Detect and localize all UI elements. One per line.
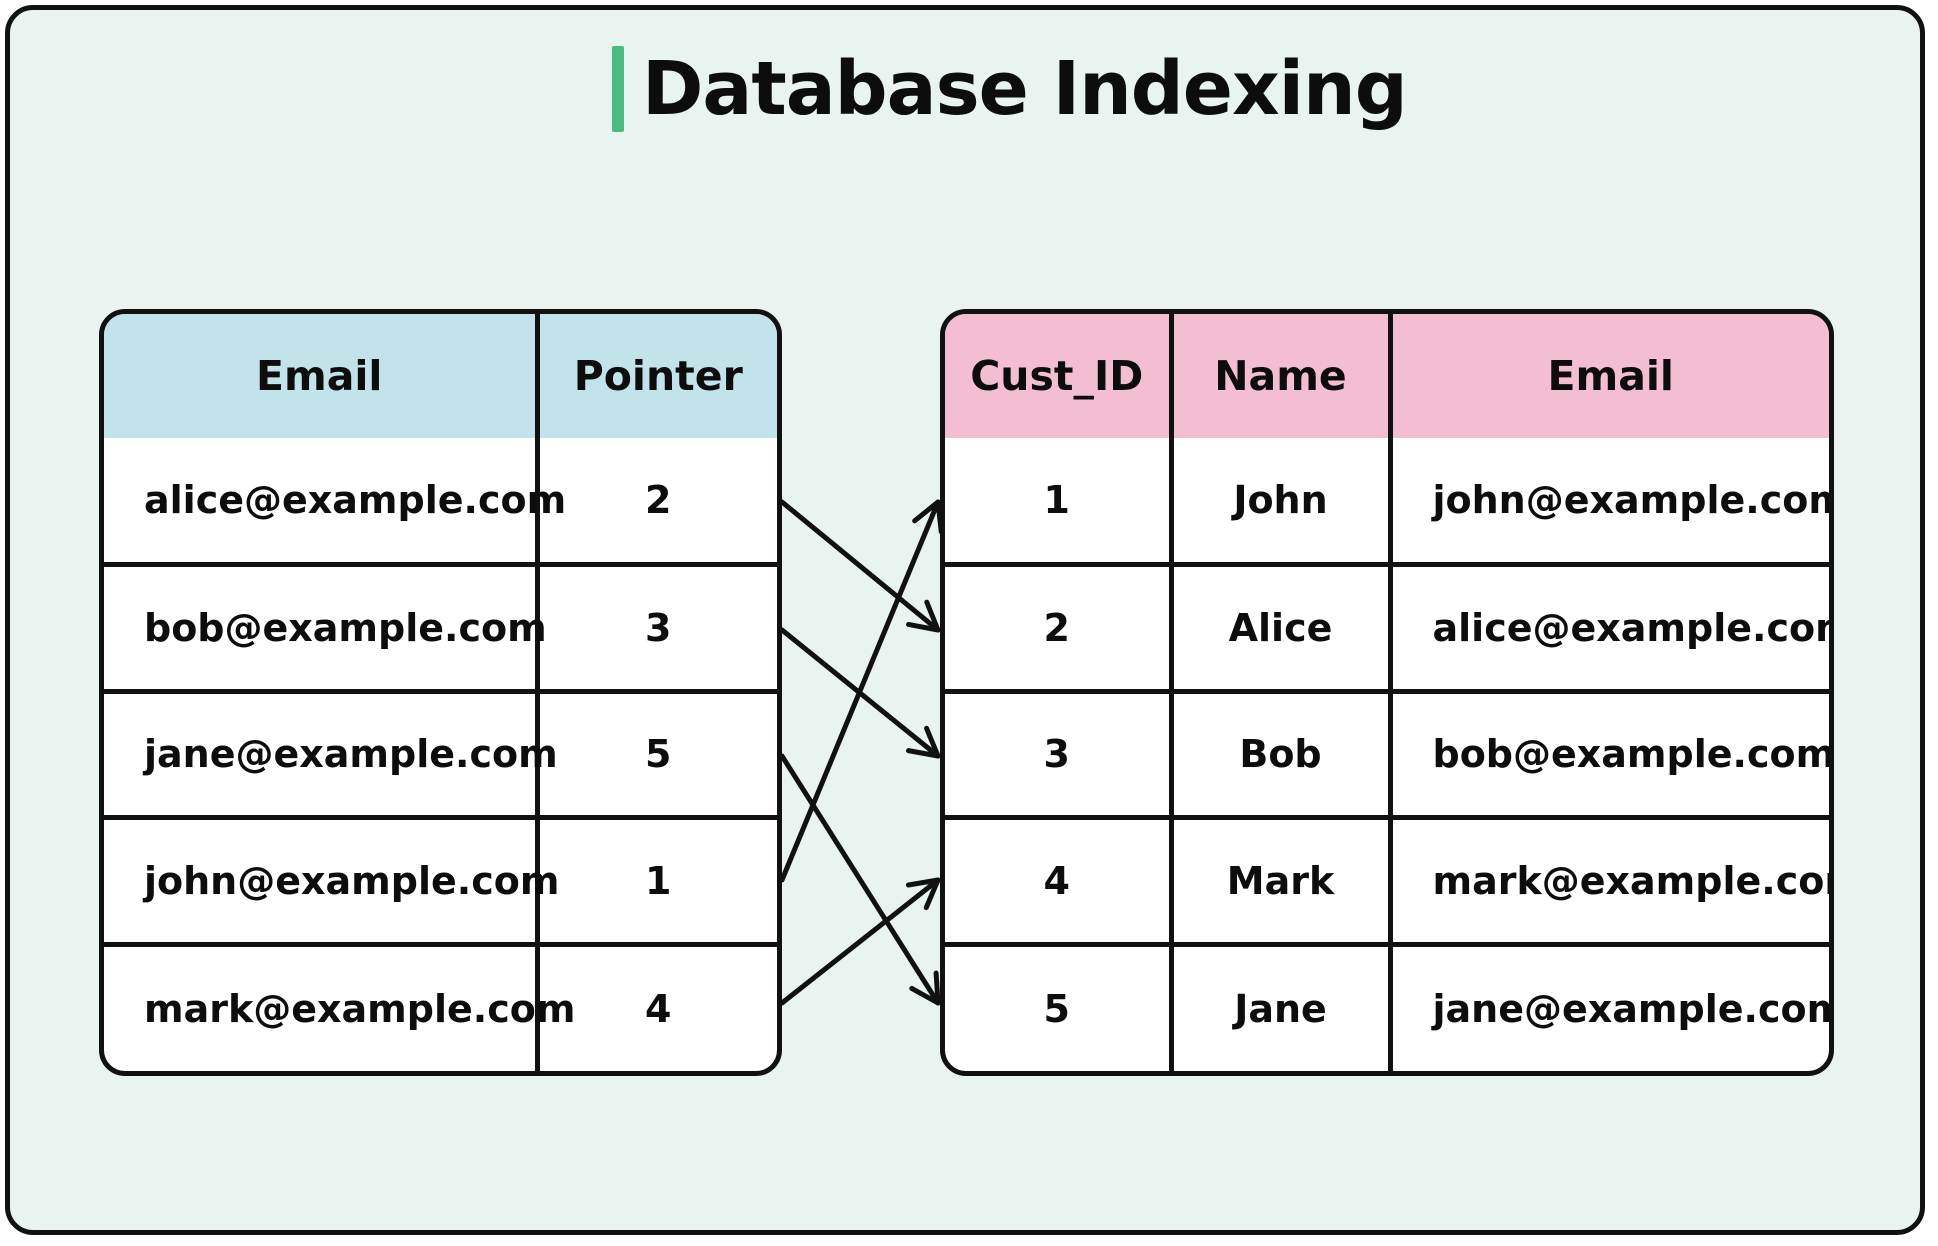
index-email-cell: bob@example.com xyxy=(104,564,547,694)
index-pointer-cell: 2 xyxy=(537,438,777,568)
customer-email-cell: mark@example.com xyxy=(1390,817,1829,947)
index-pointer-cell: 1 xyxy=(537,817,777,947)
customer-table-header-row: Cust_ID Name Email xyxy=(945,314,1829,438)
customer-table-row: 5 Jane jane@example.com xyxy=(945,944,1829,1071)
customer-table-row: 3 Bob bob@example.com xyxy=(945,691,1829,821)
customer-email-cell: alice@example.com xyxy=(1390,564,1829,694)
customer-header-cust-id: Cust_ID xyxy=(945,314,1174,438)
index-table-row: mark@example.com 4 xyxy=(104,944,777,1071)
customer-name-cell: Alice xyxy=(1171,564,1393,694)
customer-email-cell: john@example.com xyxy=(1390,438,1829,568)
customer-name-cell: John xyxy=(1171,438,1393,568)
customer-email-cell: jane@example.com xyxy=(1432,986,1834,1031)
index-table-row: john@example.com 1 xyxy=(104,817,777,947)
index-email-cell: jane@example.com xyxy=(104,691,558,821)
customer-table-row: 1 John john@example.com xyxy=(945,438,1829,568)
customer-id-cell: 1 xyxy=(945,438,1174,568)
title-block: Database Indexing xyxy=(612,44,1408,134)
index-header-pointer: Pointer xyxy=(537,314,777,438)
customer-id-cell: 4 xyxy=(945,817,1174,947)
index-pointer-cell: 4 xyxy=(645,986,672,1031)
customer-id-cell: 3 xyxy=(945,691,1174,821)
index-email-cell: mark@example.com xyxy=(104,944,575,1071)
customer-table: Cust_ID Name Email 1 John john@example.c… xyxy=(940,309,1834,1076)
customer-header-email: Email xyxy=(1390,314,1829,438)
index-table-row: jane@example.com 5 xyxy=(104,691,777,821)
customer-email-cell: bob@example.com xyxy=(1390,691,1829,821)
title-accent-bar xyxy=(612,46,624,132)
index-email-cell: john@example.com xyxy=(104,817,559,947)
customer-name-cell: Bob xyxy=(1171,691,1393,821)
customer-name-cell: Mark xyxy=(1171,817,1393,947)
index-pointer-cell: 3 xyxy=(537,564,777,694)
index-header-email: Email xyxy=(104,314,540,438)
customer-header-name: Name xyxy=(1171,314,1393,438)
customer-id-cell: 5 xyxy=(945,944,1174,1071)
customer-table-row: 2 Alice alice@example.com xyxy=(945,564,1829,694)
index-table-header-row: Email Pointer xyxy=(104,314,777,438)
index-table-row: bob@example.com 3 xyxy=(104,564,777,694)
index-table-row: alice@example.com 2 xyxy=(104,438,777,568)
page-title: Database Indexing xyxy=(642,46,1408,132)
customer-id-cell: 2 xyxy=(945,564,1174,694)
index-table: Email Pointer alice@example.com 2 bob@ex… xyxy=(99,309,782,1076)
customer-name-cell: Jane xyxy=(1171,944,1393,1071)
index-email-cell: alice@example.com xyxy=(104,438,566,568)
index-pointer-cell: 5 xyxy=(537,691,777,821)
customer-table-row: 4 Mark mark@example.com xyxy=(945,817,1829,947)
